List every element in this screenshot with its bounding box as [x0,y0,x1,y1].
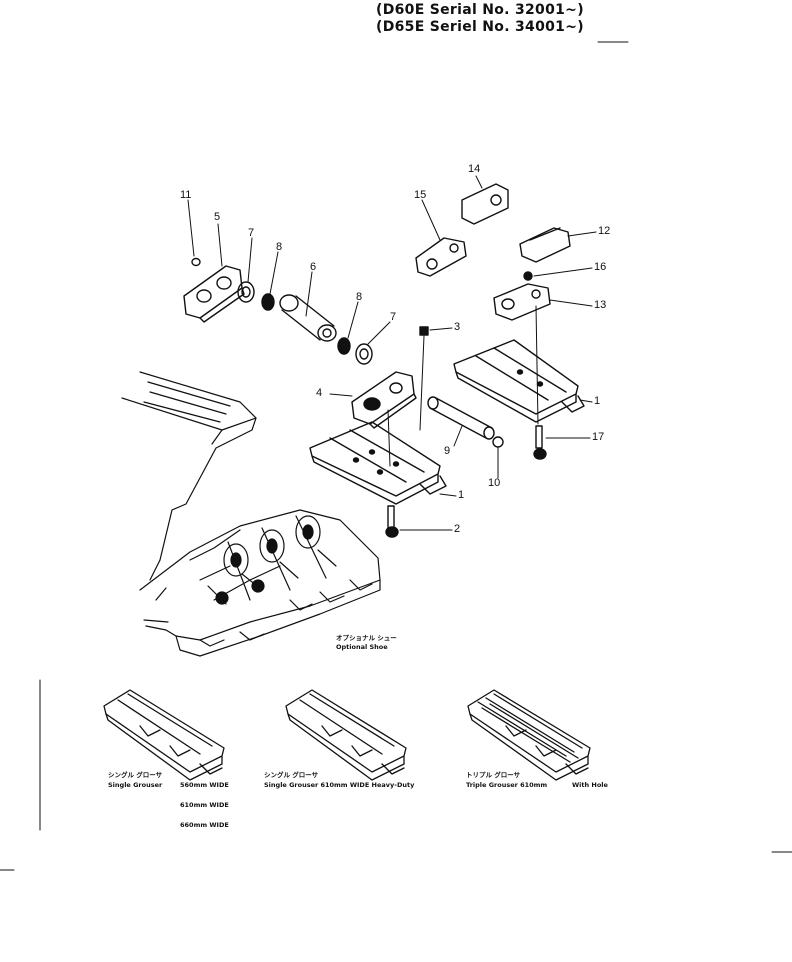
caption-single-grouser-jp: シングル グローサ [108,771,163,779]
callout-16: 16 [594,261,607,273]
link-part-13 [493,283,551,321]
callout-1b: 1 [594,395,601,407]
callout-8b: 8 [356,291,363,303]
serial-line-d60e: (D60E Serial No. 32001~) [376,2,584,18]
callout-9: 9 [444,445,451,457]
caption-heavy-duty-en: Single Grouser 610mm WIDE Heavy-Duty [264,781,415,789]
washer-part-16 [523,271,533,281]
seal-part-7b [355,343,373,365]
callout-17: 17 [592,431,605,443]
callout-12: 12 [598,225,611,237]
callout-3: 3 [454,321,461,333]
master-link-part-4 [351,371,417,429]
caption-heavy-duty-jp: シングル グローサ [264,771,319,779]
ring-part-8a [261,293,275,311]
pin-part-9 [427,396,495,440]
callout-1a: 1 [458,489,465,501]
caption-triple-grouser-jp: トリプル グローサ [466,771,521,779]
callout-7a: 7 [248,227,255,239]
caption-triple-grouser-en: Triple Grouser 610mm [466,781,548,789]
bushing-part-6 [279,294,337,342]
washer-part-11 [191,257,201,267]
caption-single-width-560: 560mm WIDE [180,781,229,789]
caption-single-grouser-en: Single Grouser [108,781,163,789]
track-shoe-part-1b [453,339,585,423]
optional-shoe-single-grouser [103,689,225,781]
caption-optional-shoe-jp: オプショナル シュー [336,634,397,642]
track-shoe-part-1a [309,421,447,505]
link-plate-part-5 [183,265,245,323]
optional-shoe-triple-grouser [467,689,591,781]
callout-7b: 7 [390,311,397,323]
caption-single-width-610: 610mm WIDE [180,801,229,809]
callout-5: 5 [214,211,221,223]
caption-triple-with-hole: With Hole [572,781,608,789]
callout-10: 10 [488,477,501,489]
callout-2: 2 [454,523,461,535]
optional-shoe-single-grouser-heavy-duty [285,689,407,781]
track-assembly [121,371,381,657]
link-half-part-14 [461,183,509,225]
caption-single-width-660: 660mm WIDE [180,821,229,829]
link-half-part-15 [415,237,467,277]
bolt-part-2 [385,505,399,538]
callout-15: 15 [414,189,427,201]
serial-line-d65e: (D65E Seriel No. 34001~) [376,19,584,35]
callout-11: 11 [180,189,192,201]
callout-6: 6 [310,261,317,273]
ring-part-8b [337,337,351,355]
callout-8a: 8 [276,241,283,253]
bolt-part-17 [533,425,547,460]
callout-4: 4 [316,387,323,399]
nut-part-3 [419,326,429,336]
callout-14: 14 [468,163,481,175]
nut-part-10 [492,436,504,448]
seal-part-7a [237,281,255,303]
link-half-part-12 [519,227,571,263]
caption-optional-shoe-en: Optional Shoe [336,643,388,651]
callout-13: 13 [594,299,607,311]
